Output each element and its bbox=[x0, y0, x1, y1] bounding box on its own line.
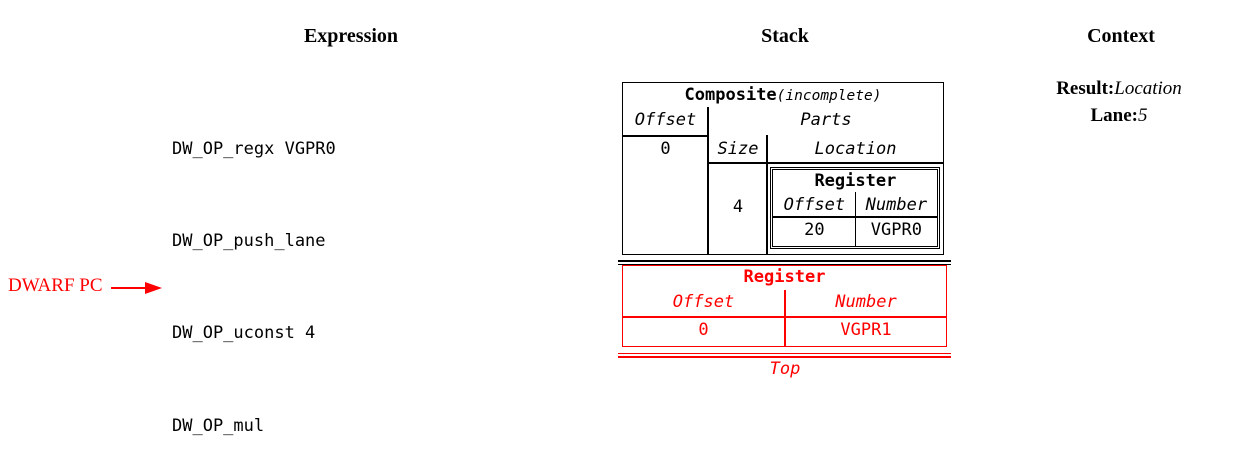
nested-register-offset-header: Offset bbox=[783, 195, 846, 215]
composite-offset-underline bbox=[623, 135, 709, 137]
expression-op: DW_OP_regx VGPR0 bbox=[172, 138, 336, 159]
stack-separator-line bbox=[618, 263, 951, 266]
part-location-header: Location bbox=[814, 139, 897, 159]
composite-parts-header: Parts bbox=[800, 110, 852, 130]
composite-offset-parts-divider bbox=[707, 107, 709, 254]
composite-offset-header: Offset bbox=[634, 110, 697, 130]
top-register-title: Register bbox=[743, 267, 826, 287]
context-result-label: Result: bbox=[1056, 78, 1115, 99]
part-size-value: 4 bbox=[732, 197, 744, 217]
composite-offset-value: 0 bbox=[660, 139, 671, 159]
top-register-number-header: Number bbox=[835, 292, 897, 312]
nested-register-number-header: Number bbox=[865, 195, 928, 215]
context-lane-label: Lane: bbox=[1090, 105, 1139, 126]
stack-column-title: Stack bbox=[761, 25, 809, 47]
context-column-title: Context bbox=[1087, 25, 1155, 47]
top-register-number-value: VGPR1 bbox=[840, 320, 892, 340]
expression-op: DW_OP_push_lane bbox=[172, 230, 326, 251]
part-location-register-table: Register Offset Number 20 VGPR0 bbox=[770, 167, 941, 249]
part-size-location-divider bbox=[766, 135, 768, 254]
context-result-value: Location bbox=[1114, 78, 1182, 99]
top-register-header-underline bbox=[623, 316, 946, 318]
stack-entry-composite: Composite(incomplete) Offset 0 Parts Siz… bbox=[622, 82, 944, 255]
arrow-right-icon bbox=[145, 281, 162, 294]
expression-op: DW_OP_mul bbox=[172, 415, 265, 436]
context-lane-line: Lane:5 bbox=[1019, 105, 1219, 127]
nested-register-number-value: VGPR0 bbox=[870, 220, 922, 240]
stack-separator-line bbox=[618, 260, 951, 262]
composite-qualifier: (incomplete) bbox=[776, 88, 882, 104]
expression-op-list: DW_OP_regx VGPR0 DW_OP_push_lane DW_OP_u… bbox=[172, 72, 336, 468]
stack-top-label: Top bbox=[769, 359, 801, 379]
dwarf-pc-arrow-line bbox=[111, 287, 147, 289]
nested-register-header-underline bbox=[773, 216, 938, 218]
context-result-line: Result:Location bbox=[1019, 78, 1219, 100]
expression-op: DW_OP_uconst 4 bbox=[172, 323, 316, 344]
top-register-offset-value: 0 bbox=[698, 320, 709, 340]
context-lane-value: 5 bbox=[1138, 105, 1148, 126]
nested-register-title: Register bbox=[814, 171, 897, 191]
part-header-underline bbox=[709, 162, 943, 164]
nested-register-column-divider bbox=[854, 192, 857, 246]
top-register-column-divider bbox=[784, 290, 786, 346]
composite-type-label: Composite bbox=[684, 85, 777, 105]
composite-header: Composite(incomplete) bbox=[623, 84, 943, 107]
part-location-register-table-inner: Register Offset Number 20 VGPR0 bbox=[772, 169, 939, 247]
top-register-offset-header: Offset bbox=[672, 292, 735, 312]
part-size-header: Size bbox=[717, 139, 759, 159]
stack-top-separator-line bbox=[618, 352, 951, 355]
nested-register-offset-value: 20 bbox=[804, 220, 825, 240]
dwarf-pc-label: DWARF PC bbox=[8, 275, 103, 296]
expression-column-title: Expression bbox=[303, 25, 399, 47]
stack-top-separator-line bbox=[618, 356, 951, 358]
stack-entry-register-top: Register Offset Number 0 VGPR1 bbox=[622, 265, 947, 347]
